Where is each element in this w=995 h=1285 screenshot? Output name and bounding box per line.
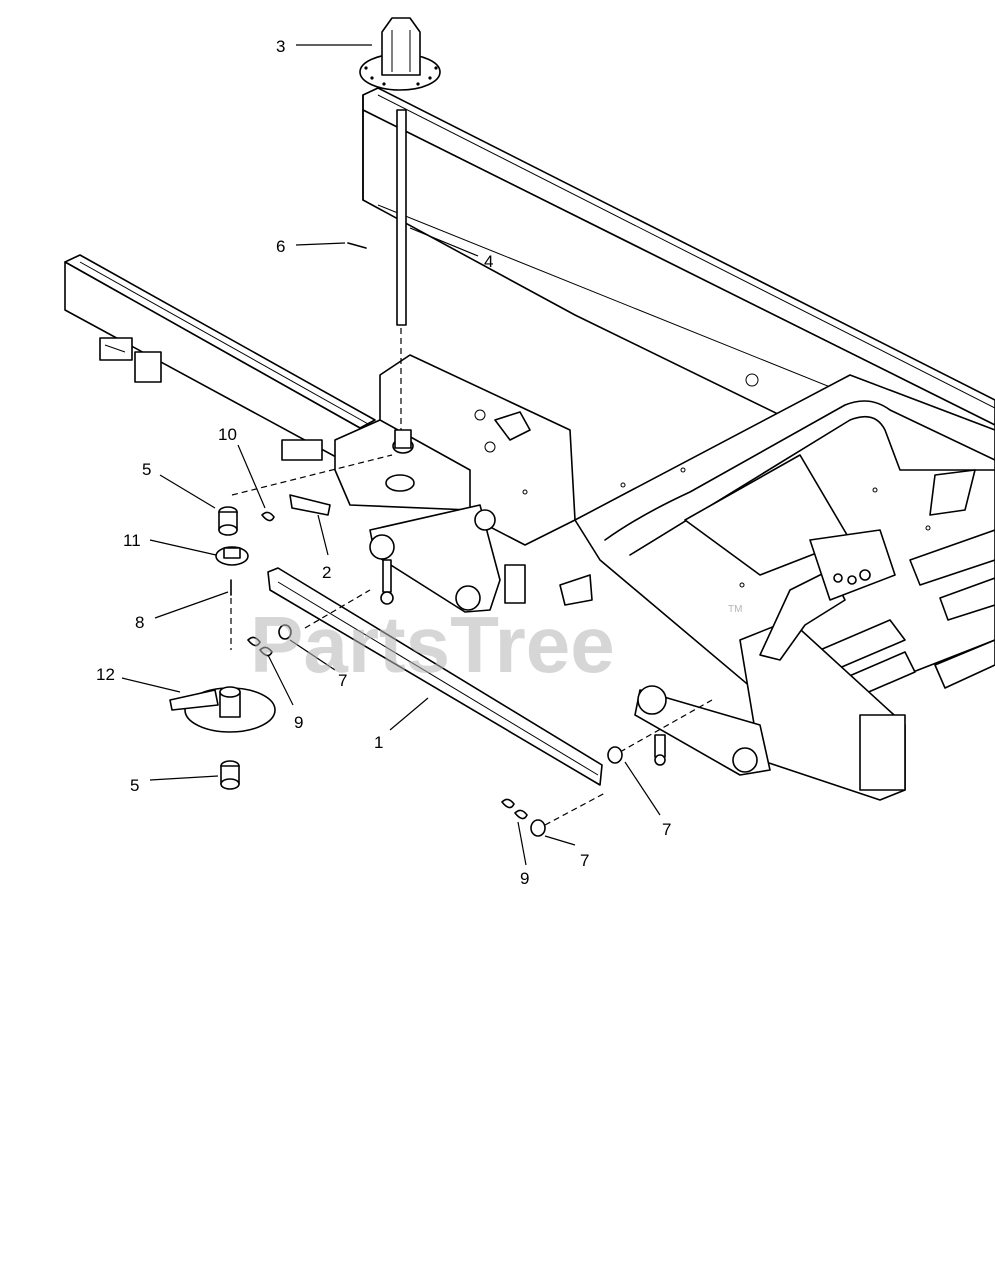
part-4-rod (396, 109, 407, 430)
callout-2: 2 (322, 563, 331, 582)
watermark-text: PartsTree (250, 600, 615, 689)
callout-9-bottom: 9 (520, 869, 529, 888)
callout-3: 3 (276, 37, 285, 56)
watermark: PartsTree TM (250, 600, 742, 689)
callout-5-upper: 5 (142, 460, 151, 479)
sprocket-stack (169, 454, 393, 790)
callout-12: 12 (96, 665, 115, 684)
part-1-bar (267, 567, 713, 826)
callout-9-left: 9 (294, 713, 303, 732)
part-6-pin (347, 242, 367, 249)
callout-8: 8 (135, 613, 144, 632)
callout-7-bottom: 7 (580, 851, 589, 870)
center-pivot-bracket (334, 354, 593, 613)
callout-4: 4 (484, 252, 493, 271)
callout-labels: 3 6 4 10 5 2 11 8 7 9 12 1 5 7 7 9 (96, 37, 671, 888)
callout-7-right: 7 (662, 820, 671, 839)
callout-1: 1 (374, 733, 383, 752)
callout-10: 10 (218, 425, 237, 444)
part-3-knob (359, 17, 441, 91)
callout-11: 11 (123, 531, 141, 550)
callout-5-lower: 5 (130, 776, 139, 795)
part-2-clip (289, 494, 331, 516)
washers-and-clips (247, 511, 623, 837)
right-pivot-assembly (634, 529, 906, 801)
callout-6: 6 (276, 237, 285, 256)
left-frame-rail (64, 254, 376, 471)
watermark-trademark: TM (728, 604, 742, 615)
callout-7-left: 7 (338, 671, 347, 690)
